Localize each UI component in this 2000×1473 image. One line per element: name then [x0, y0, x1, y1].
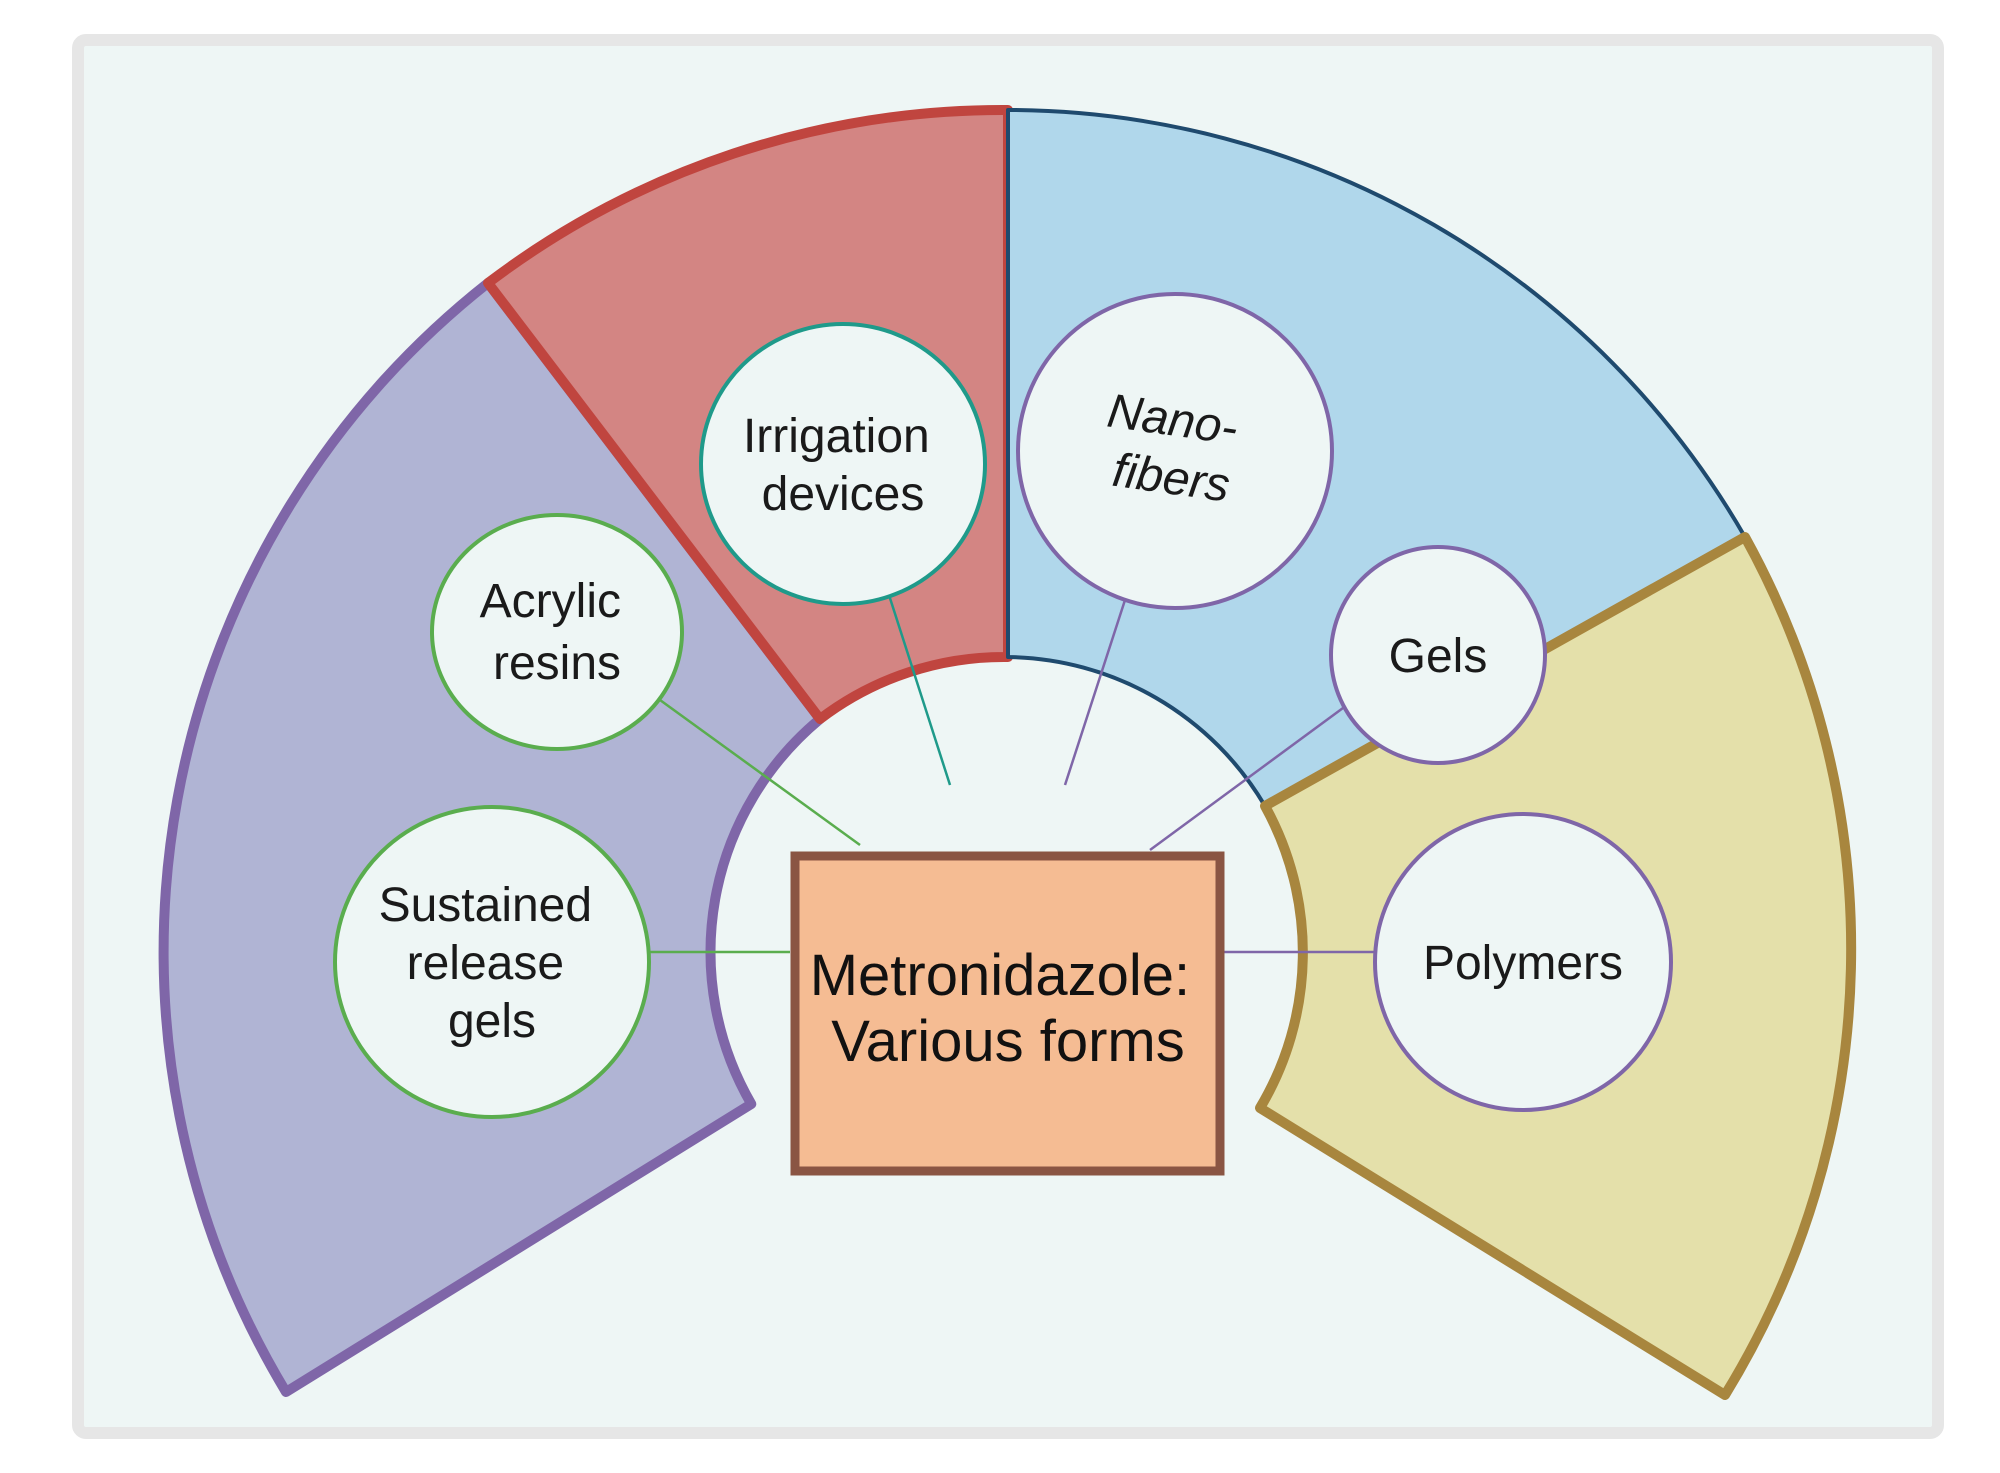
bubble-label: Acrylic resins — [480, 575, 635, 690]
center-label: Metronidazole: Various forms — [810, 943, 1207, 1074]
connector-nanofibers — [1063, 599, 1127, 786]
sector-blue — [1006, 108, 1747, 808]
connector-lines — [647, 566, 1415, 954]
center-box: Metronidazole: Various forms — [790, 851, 1225, 1176]
center-box-rect — [790, 851, 1225, 1176]
bubble-label: Irrigation devices — [743, 410, 943, 521]
connector-gels — [1149, 706, 1344, 852]
bubble-polymers: Polymers — [1373, 812, 1673, 1112]
bubble-label: Polymers — [1423, 937, 1623, 990]
bubble-label: Sustained release gels — [379, 879, 606, 1048]
bubble-label: Gels — [1389, 630, 1488, 683]
connector-irrigation — [878, 566, 952, 786]
bubble-irrigation-devices: Irrigation devices — [699, 322, 987, 606]
bubble-gels: Gels — [1329, 545, 1547, 765]
bubble-sustained-release-gels: Sustained release gels — [333, 805, 651, 1119]
bubble-nanofibers: Nano- fibers — [1016, 292, 1334, 610]
bubble-acrylic-resins: Acrylic resins — [430, 513, 684, 751]
connector-acrylic — [659, 698, 861, 847]
